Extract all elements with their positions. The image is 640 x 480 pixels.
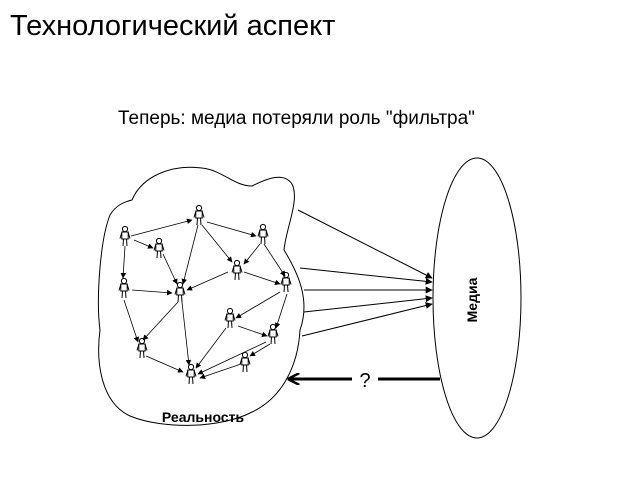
person-icon	[257, 223, 269, 245]
connection	[249, 343, 271, 357]
person-icon	[224, 307, 236, 329]
person-icon	[119, 225, 131, 247]
connection	[195, 327, 227, 369]
connection	[235, 291, 281, 319]
connection	[186, 271, 229, 291]
connection	[181, 224, 199, 285]
person-icon	[231, 259, 243, 281]
reality-label: Реальность	[162, 409, 245, 425]
page-title: Технологический аспект	[10, 10, 336, 42]
connection	[123, 299, 140, 343]
connection	[237, 325, 268, 338]
connection	[131, 289, 173, 296]
media-arrow	[297, 209, 433, 279]
media-ellipse	[432, 157, 522, 439]
connection	[201, 224, 233, 263]
connection	[145, 355, 184, 373]
connection	[181, 301, 192, 366]
connection	[199, 363, 242, 380]
reality-blob	[97, 166, 305, 426]
person-icon	[185, 363, 197, 385]
connection	[120, 245, 127, 279]
people-connections	[120, 218, 288, 380]
person-icon	[280, 271, 292, 293]
person-icon	[136, 337, 148, 359]
slide-subtitle: Теперь: медиа потеряли роль "фильтра"	[118, 108, 475, 129]
question-mark: ?	[359, 370, 370, 392]
media-arrow	[303, 295, 433, 313]
connection	[206, 221, 257, 238]
connection	[130, 218, 193, 237]
media-arrow	[299, 267, 433, 285]
connection	[274, 293, 288, 329]
connection	[142, 301, 179, 341]
person-icon	[239, 351, 251, 373]
connection	[133, 239, 154, 249]
reality-to-media-arrows	[297, 209, 433, 337]
person-icon	[118, 277, 130, 299]
connection	[263, 243, 286, 277]
connection	[197, 341, 267, 375]
connection	[243, 243, 261, 265]
person-icon	[153, 237, 165, 259]
person-icon	[174, 281, 186, 303]
connection	[243, 271, 281, 286]
connection	[162, 253, 178, 285]
person-icon	[193, 204, 205, 226]
media-arrow	[301, 302, 433, 337]
media-label: Медиа	[464, 277, 480, 322]
